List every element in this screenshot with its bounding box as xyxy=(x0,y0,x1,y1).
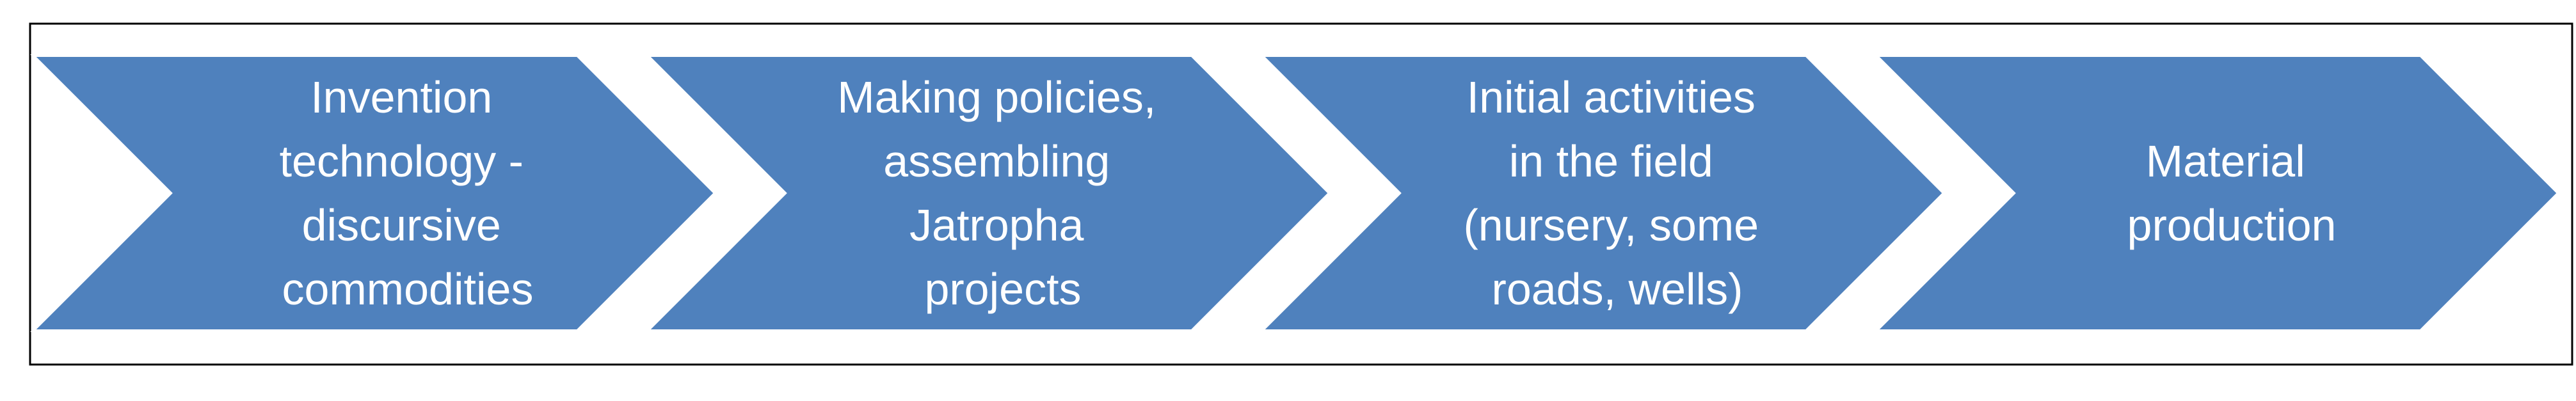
step-3-line-2: in the field xyxy=(1509,136,1713,186)
diagram-border xyxy=(29,22,2573,366)
step-2: Making policies, assembling Jatropha pro… xyxy=(644,54,1331,332)
step-3-line-3: (nursery, some xyxy=(1463,200,1759,250)
step-4-line-1: Material xyxy=(2146,136,2305,186)
step-3-label: Initial activities in the field (nursery… xyxy=(1463,72,1771,314)
step-1-line-2: technology - xyxy=(280,136,524,186)
step-2-chevron xyxy=(644,54,1331,332)
step-2-line-3: Jatropha xyxy=(909,200,1084,250)
step-2-label: Making policies, assembling Jatropha pro… xyxy=(837,72,1168,314)
step-4: Material production xyxy=(1873,54,2560,332)
step-1-line-1: Invention xyxy=(310,72,492,122)
step-3-line-4: roads, wells) xyxy=(1492,264,1743,314)
step-2-line-4: projects xyxy=(924,264,1081,314)
step-3-chevron xyxy=(1259,54,1946,332)
step-1: Invention technology - discursive commod… xyxy=(30,54,717,332)
step-2-line-1: Making policies, xyxy=(837,72,1156,122)
step-3-line-1: Initial activities xyxy=(1467,72,1756,122)
step-4-chevron xyxy=(1873,54,2560,332)
step-1-line-3: discursive xyxy=(302,200,501,250)
step-1-chevron xyxy=(30,54,717,332)
step-2-line-2: assembling xyxy=(883,136,1110,186)
step-1-line-4: commodities xyxy=(282,264,534,314)
step-4-label: Material production xyxy=(2127,136,2337,250)
step-1-label: Invention technology - discursive commod… xyxy=(280,72,536,314)
step-3: Initial activities in the field (nursery… xyxy=(1259,54,1946,332)
step-4-line-2: production xyxy=(2127,200,2337,250)
